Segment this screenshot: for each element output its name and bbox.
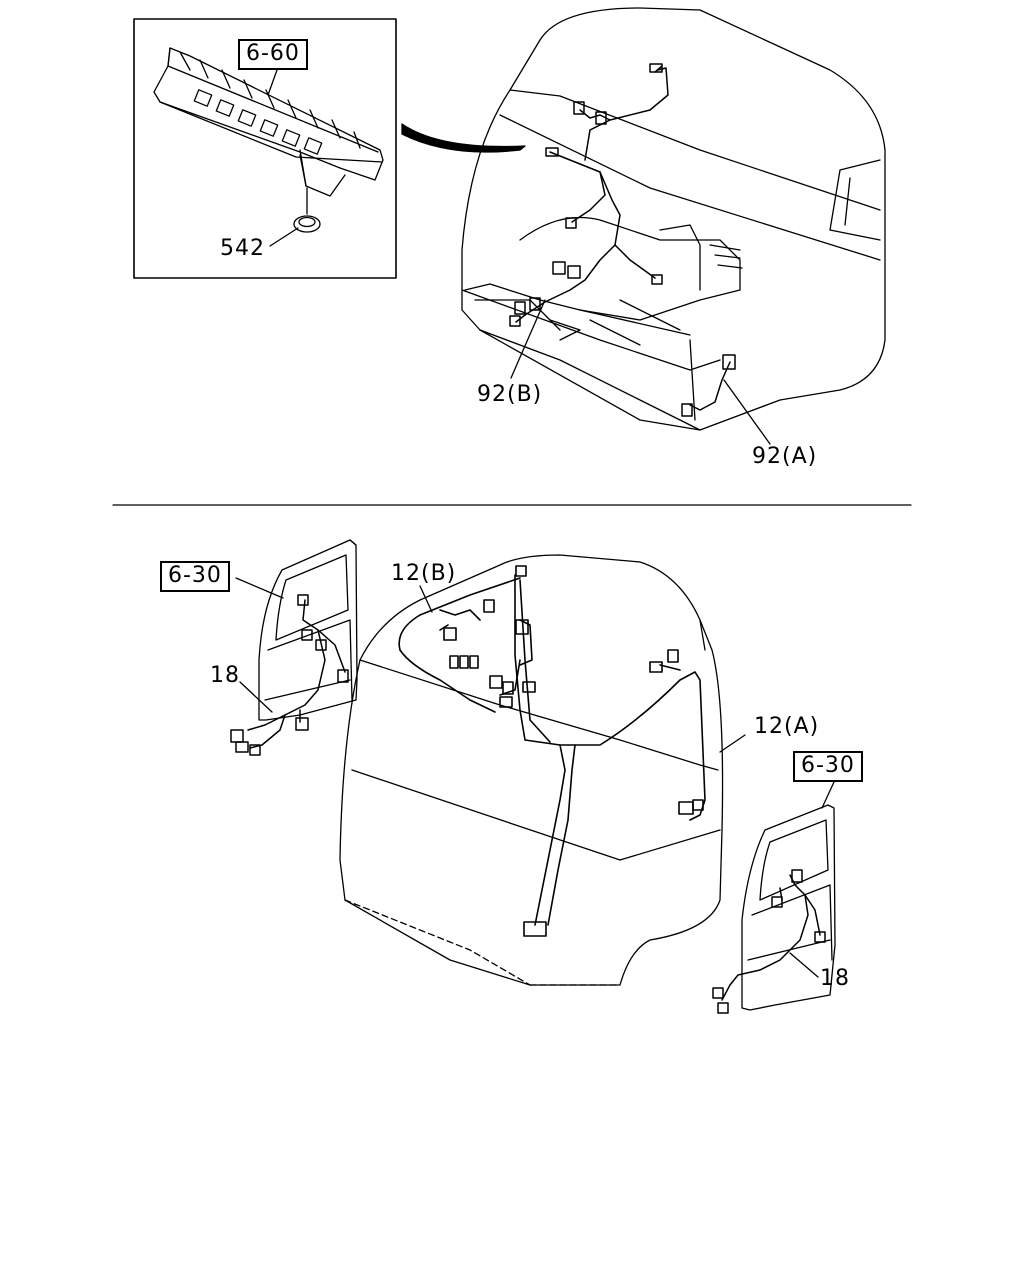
pointer-arrow	[401, 123, 526, 153]
part-label-12a: 12(A)	[754, 714, 820, 739]
leader-12a	[719, 734, 746, 753]
leader-12b	[419, 585, 433, 613]
ref-box-6-30-right: 6-30	[793, 751, 863, 782]
part-label-542: 542	[220, 236, 265, 261]
part-label-12b: 12(B)	[391, 561, 457, 586]
left-door-harness	[230, 594, 349, 756]
leader-92a	[723, 379, 771, 445]
leader-18-right	[789, 952, 819, 978]
leader-6-60	[267, 69, 278, 96]
leader-18-left	[239, 681, 273, 713]
right-door-harness	[712, 869, 826, 1014]
grommet	[293, 187, 321, 233]
ref-box-6-30-left: 6-30	[160, 561, 230, 592]
leader-92b	[510, 299, 546, 379]
leader-542	[269, 227, 299, 247]
part-label-18-left: 18	[210, 663, 240, 688]
right-door	[741, 804, 836, 1011]
wiring-harness-bottom	[398, 565, 706, 937]
cab-interior-outline	[461, 7, 886, 431]
front-grille-panel	[153, 47, 384, 197]
detail-inset-frame	[133, 18, 397, 279]
part-label-92a: 92(A)	[752, 444, 818, 469]
cab-exterior-outline	[339, 554, 724, 986]
left-door	[258, 539, 358, 721]
ref-box-6-60: 6-60	[238, 39, 308, 70]
leader-6-30-right	[821, 781, 835, 809]
part-label-18-right: 18	[820, 966, 850, 991]
wiring-harness-top	[509, 63, 736, 417]
leader-6-30-left	[235, 577, 284, 599]
part-label-92b: 92(B)	[477, 382, 543, 407]
